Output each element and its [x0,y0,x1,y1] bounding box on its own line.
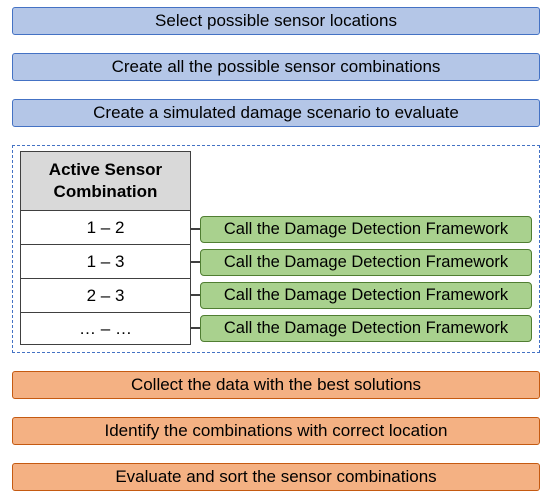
framework-call-4: Call the Damage Detection Framework [200,315,532,342]
combination-label: 2 – 3 [86,285,125,305]
step-label: Identify the combinations with correct l… [104,421,448,440]
table-row: 1 – 2 [20,210,191,245]
step-identify-combinations: Identify the combinations with correct l… [12,417,540,445]
framework-label: Call the Damage Detection Framework [223,319,509,337]
step-label: Evaluate and sort the sensor combination… [115,467,437,486]
table-row: … – … [20,312,191,345]
step-label: Select possible sensor locations [155,11,397,30]
combination-label: … – … [79,318,132,338]
framework-call-3: Call the Damage Detection Framework [200,282,532,309]
step-label: Create all the possible sensor combinati… [111,57,441,76]
combination-label: 1 – 2 [86,217,125,237]
step-evaluate-sort: Evaluate and sort the sensor combination… [12,463,540,491]
table-row: 1 – 3 [20,244,191,279]
step-create-combinations: Create all the possible sensor combinati… [12,53,540,81]
table-header-line2: Combination [53,182,158,201]
step-select-sensor-locations: Select possible sensor locations [12,7,540,35]
framework-label: Call the Damage Detection Framework [223,286,509,304]
combination-label: 1 – 3 [86,251,125,271]
framework-call-2: Call the Damage Detection Framework [200,249,532,276]
step-create-damage-scenario: Create a simulated damage scenario to ev… [12,99,540,127]
step-label: Create a simulated damage scenario to ev… [93,103,459,122]
table-header-line1: Active Sensor [48,160,163,179]
framework-label: Call the Damage Detection Framework [223,253,509,271]
framework-call-1: Call the Damage Detection Framework [200,216,532,243]
step-collect-data: Collect the data with the best solutions [12,371,540,399]
table-header: Active Sensor Combination [20,151,191,211]
table-row: 2 – 3 [20,278,191,313]
loop-region [12,145,540,353]
step-label: Collect the data with the best solutions [130,375,422,394]
framework-label: Call the Damage Detection Framework [223,220,509,238]
